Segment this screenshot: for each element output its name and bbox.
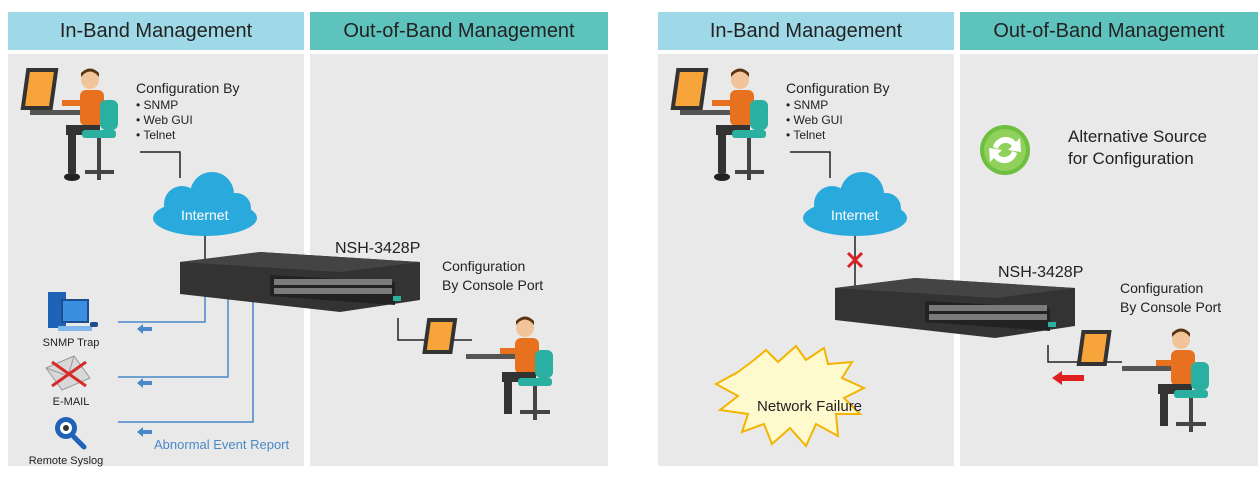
console-operator-icon (1076, 328, 1209, 432)
config-title: Configuration By (136, 80, 240, 96)
config-item: SNMP (136, 98, 193, 113)
remote-syslog-icon (55, 417, 87, 450)
in-band-header: In-Band Management (658, 12, 954, 50)
config-list: SNMP Web GUI Telnet (786, 98, 843, 143)
console-arrow-icon (1052, 371, 1084, 385)
snmp-trap-computer-icon (48, 292, 98, 331)
network-failure-burst-icon (713, 344, 867, 448)
config-item: Web GUI (136, 113, 193, 128)
left-panel: In-Band Management Out-of-Band Managemen… (0, 0, 610, 484)
snmp-trap-label: SNMP Trap (42, 337, 100, 349)
broken-link-x-icon (846, 251, 864, 269)
right-panel: In-Band Management Out-of-Band Managemen… (650, 0, 1260, 484)
config-list: SNMP Web GUI Telnet (136, 98, 193, 143)
report-arrows (137, 324, 152, 437)
console-config-line2: By Console Port (1120, 299, 1222, 315)
in-band-header: In-Band Management (8, 12, 304, 50)
cloud-label: Internet (831, 207, 879, 223)
cloud-label: Internet (181, 207, 229, 223)
email-icon (45, 355, 91, 391)
right-diagram (670, 68, 1209, 448)
console-operator-icon (422, 316, 553, 420)
left-diagram (20, 68, 553, 450)
admin-to-cloud-line (790, 151, 831, 178)
config-title: Configuration By (786, 80, 890, 96)
console-config-line2: By Console Port (442, 277, 544, 293)
report-lines (118, 295, 254, 423)
admin-person-icon (20, 68, 118, 181)
remote-syslog-label: Remote Syslog (28, 455, 104, 467)
out-of-band-header: Out-of-Band Management (960, 12, 1258, 50)
email-label: E-MAIL (52, 396, 90, 408)
switch-device-icon (835, 278, 1075, 338)
out-of-band-header: Out-of-Band Management (310, 12, 608, 50)
switch-device-icon (180, 252, 420, 312)
switch-model-label: NSH-3428P (335, 240, 421, 257)
out-of-band-zone (960, 54, 1258, 466)
config-item: Web GUI (786, 113, 843, 128)
config-item: Telnet (136, 128, 193, 143)
switch-model-label: NSH-3428P (998, 264, 1084, 281)
abnormal-event-report-label: Abnormal Event Report (154, 437, 290, 452)
internet-cloud-icon (803, 172, 907, 236)
admin-to-cloud-line (140, 151, 181, 178)
alt-source-line1: Alternative Source (1068, 127, 1207, 146)
admin-person-icon (670, 68, 768, 181)
console-config-line1: Configuration (1120, 280, 1204, 296)
internet-cloud-icon (153, 172, 257, 236)
config-item: Telnet (786, 128, 843, 143)
network-failure-label: Network Failure (757, 398, 863, 415)
config-item: SNMP (786, 98, 843, 113)
alt-source-line2: for Configuration (1068, 149, 1194, 168)
refresh-icon (980, 125, 1030, 175)
console-config-line1: Configuration (442, 258, 526, 274)
